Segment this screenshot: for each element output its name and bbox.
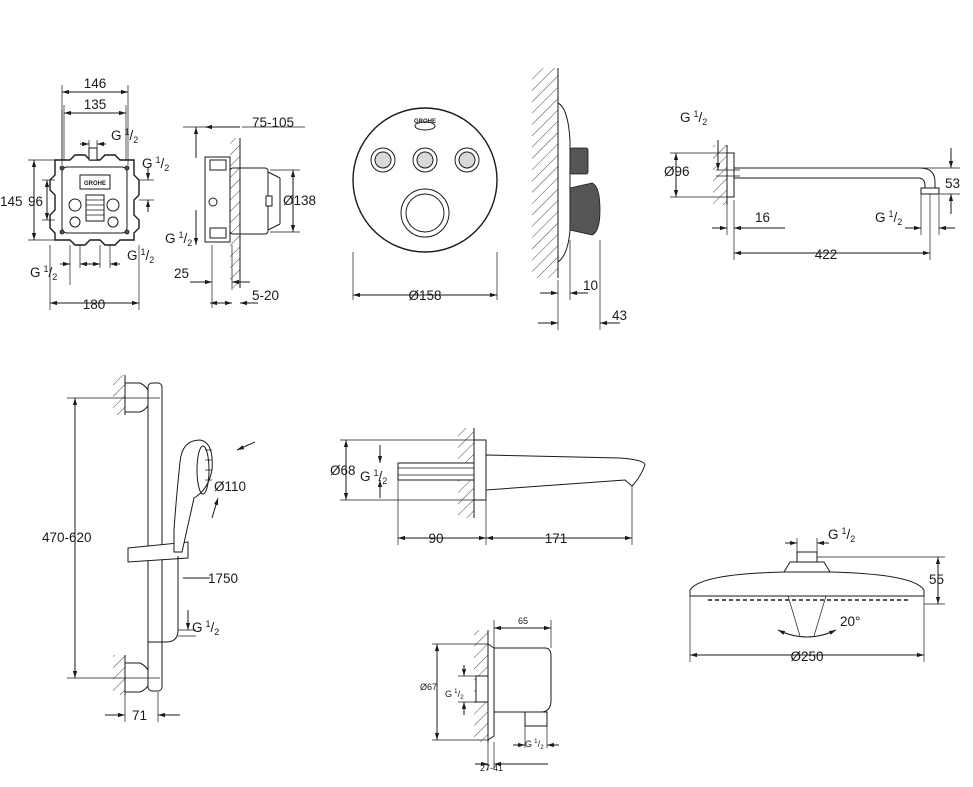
head-dia-label: Ø250 (790, 649, 823, 664)
arm-dia-label: Ø96 (664, 164, 690, 179)
box-width-outer-label: 146 (84, 76, 107, 91)
box-height-inner-label: 96 (28, 194, 43, 209)
box-width-bottom-label: 180 (83, 297, 106, 312)
rail-wall-label: 71 (132, 708, 147, 723)
hose-length-label: 1750 (208, 571, 238, 586)
box-front-view: GROHE (28, 85, 154, 310)
box-depth-label: 75-105 (252, 115, 294, 130)
spout-171-label: 171 (545, 531, 568, 546)
elbow-range-label: 27-41 (480, 763, 503, 773)
arm-drop-label: 53 (945, 176, 960, 191)
side-depth1-label: 10 (583, 278, 598, 293)
thermostat-side-view (532, 68, 620, 330)
thermostat-front-view: GROHE (352, 107, 498, 300)
arm-16-label: 16 (755, 210, 770, 225)
brand-logo-text: GROHE (84, 181, 106, 187)
elbow-dia-label: Ø67 (420, 682, 437, 692)
wall-elbow-view (432, 620, 559, 770)
box-side-view (183, 124, 305, 308)
box-width-inner-label: 135 (84, 97, 107, 112)
bath-spout-view (340, 428, 646, 545)
handshower-dia-label: Ø110 (214, 479, 246, 494)
plate-dia-label: Ø158 (408, 288, 441, 303)
box-dia-label: Ø138 (283, 193, 316, 208)
rail-height-label: 470-620 (42, 530, 92, 545)
spout-90-label: 90 (428, 531, 443, 546)
shower-rail-view (67, 375, 256, 722)
shower-arm-view (670, 140, 960, 260)
arm-length-label: 422 (815, 247, 838, 262)
spout-dia-label: Ø68 (330, 463, 356, 478)
box-offset-label: 25 (174, 266, 189, 281)
elbow-width-label: 65 (518, 616, 528, 626)
head-shower-view (689, 538, 945, 662)
box-height-outer-label: 145 (0, 194, 23, 209)
head-angle-label: 20° (840, 614, 860, 629)
head-height-label: 55 (929, 572, 944, 587)
side-depth2-label: 43 (612, 308, 627, 323)
box-gap-label: 5-20 (252, 288, 279, 303)
